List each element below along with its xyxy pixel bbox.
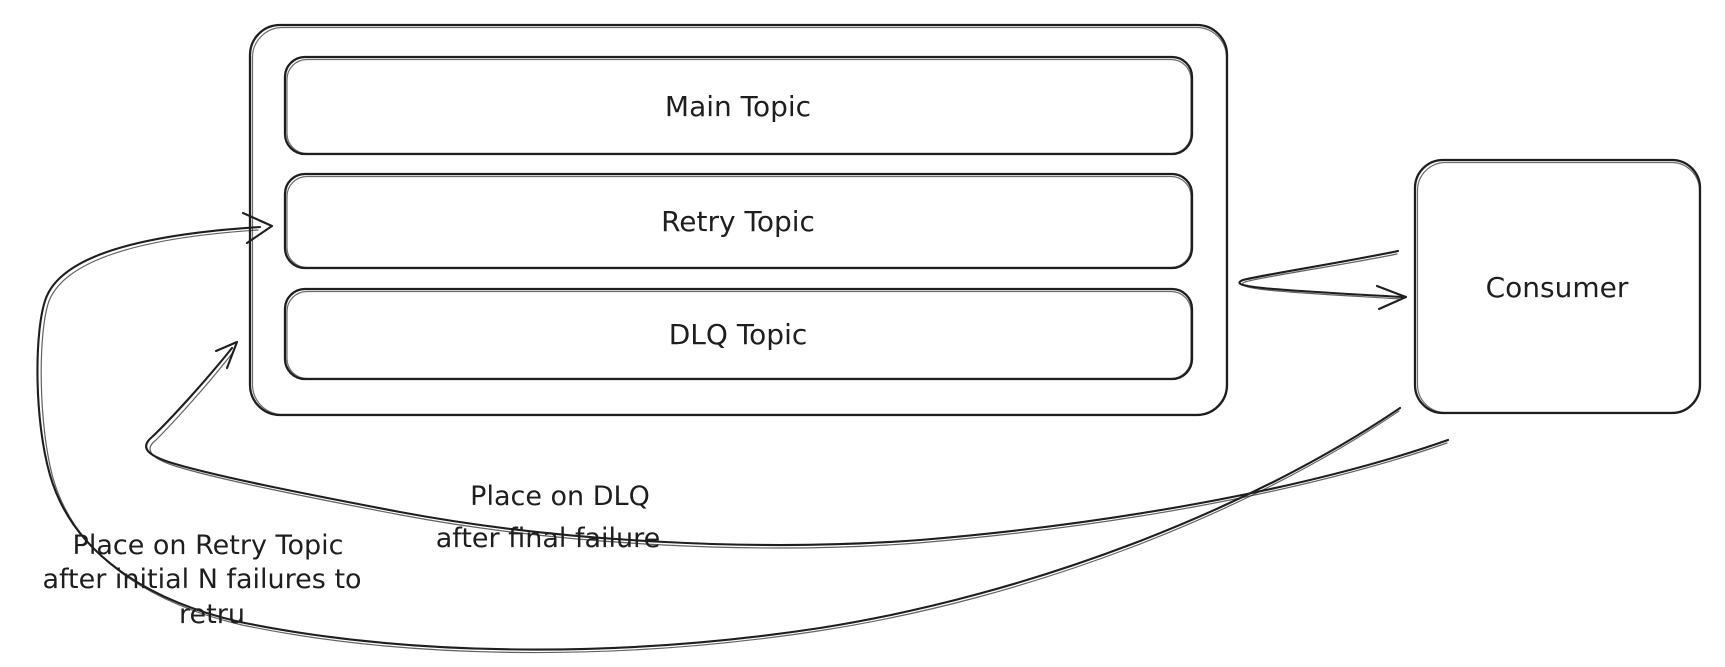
dlq-note-line2: after final failure <box>436 523 661 554</box>
retry-arrow-line <box>36 225 1402 651</box>
dlq-arrow-line-sketch <box>149 350 1448 549</box>
dlq-topic-node: DLQ Topic <box>283 287 1194 381</box>
consumer-box-sketch <box>1416 161 1701 414</box>
dlq-note-line1: Place on DLQ <box>470 481 650 512</box>
retry-note-line3: retru <box>179 599 245 630</box>
retry-topic-box-sketch <box>286 175 1192 269</box>
retry-note: Place on Retry Topic after initial N fai… <box>42 530 361 630</box>
topics-container-group <box>248 23 1229 417</box>
dlq-arrowhead-icon <box>214 340 239 370</box>
dlq-topic-label: DLQ Topic <box>669 318 808 351</box>
consumer-arrowhead-icon <box>1375 284 1408 311</box>
retry-note-line2: after initial N failures to <box>42 564 361 595</box>
retry-topic-node: Retry Topic <box>283 172 1194 270</box>
main-topic-node: Main Topic <box>283 55 1194 156</box>
consumer-arrow-line <box>1238 249 1404 299</box>
consumer-label: Consumer <box>1486 271 1629 304</box>
main-topic-box-sketch <box>286 58 1192 155</box>
consumer-node: Consumer <box>1413 158 1702 415</box>
main-topic-label: Main Topic <box>665 90 811 123</box>
retry-arrow <box>36 211 1402 654</box>
dlq-arrow-line <box>145 346 1450 546</box>
dlq-arrow <box>145 340 1450 549</box>
retry-note-line1: Place on Retry Topic <box>73 530 344 561</box>
retry-topic-label: Retry Topic <box>661 205 815 238</box>
consumer-arrow <box>1238 249 1408 311</box>
topics-container-box-sketch <box>251 26 1228 416</box>
retry-arrow-line-sketch <box>40 229 1400 654</box>
consumer-arrow-line-sketch <box>1242 253 1402 300</box>
retry-arrowhead-icon <box>241 211 274 245</box>
dlq-topic-box-sketch <box>286 290 1192 380</box>
dlq-note: Place on DLQ after final failure <box>436 481 661 554</box>
